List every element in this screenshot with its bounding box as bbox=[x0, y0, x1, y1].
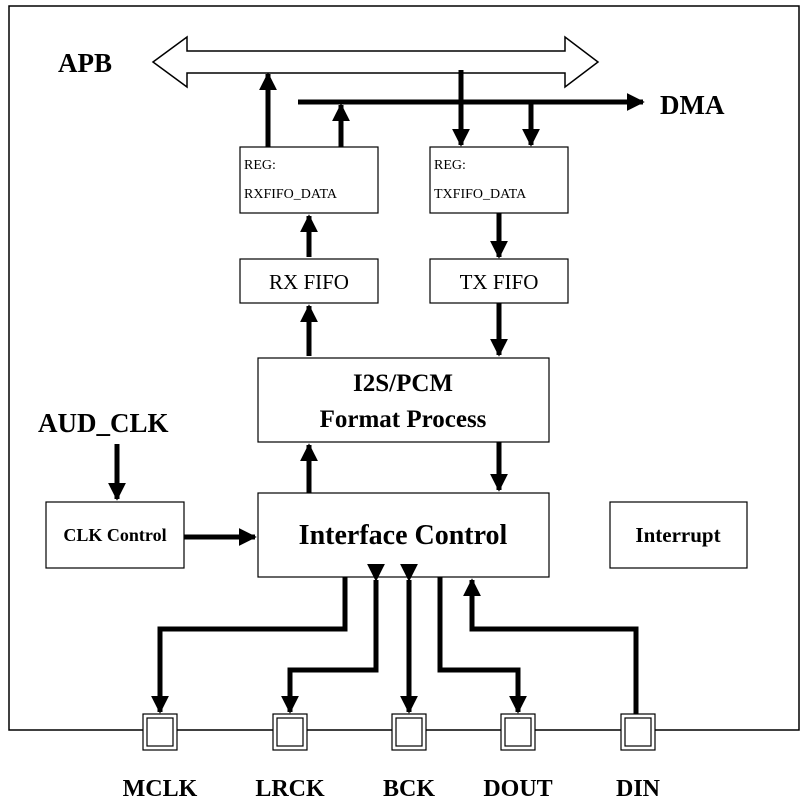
reg-rxfifo-data-box bbox=[239, 146, 379, 214]
apb-bus-arrow bbox=[151, 35, 600, 89]
apb-label: APB bbox=[58, 48, 112, 78]
interface-control-box bbox=[257, 492, 550, 578]
interrupt-box bbox=[609, 501, 748, 569]
pin-pad-dout bbox=[500, 713, 536, 751]
pin-label-dout: DOUT bbox=[483, 776, 552, 802]
reg-tx-line2: TXFIFO_DATA bbox=[434, 187, 527, 202]
format-line1: I2S/PCM bbox=[353, 370, 453, 397]
pin-label-bck: BCK bbox=[383, 776, 435, 802]
reg-tx-line1: REG: bbox=[434, 158, 466, 173]
reg-txfifo-data-box bbox=[429, 146, 569, 214]
dout-signal-line bbox=[437, 577, 527, 714]
rx-fifo-box bbox=[239, 258, 379, 304]
tx-fifo-label: TX FIFO bbox=[460, 270, 539, 294]
dma-label: DMA bbox=[660, 90, 725, 120]
pin-label-lrck: LRCK bbox=[255, 776, 325, 802]
rx-fifo-label: RX FIFO bbox=[269, 270, 349, 294]
pin-pad-din bbox=[620, 713, 656, 751]
format-line2: Format Process bbox=[320, 406, 487, 433]
mclk-signal-line bbox=[151, 577, 348, 714]
interrupt-label: Interrupt bbox=[635, 523, 720, 547]
pin-pad-bck bbox=[391, 713, 427, 751]
clk-control-label: CLK Control bbox=[63, 525, 166, 545]
reg-rx-line2: RXFIFO_DATA bbox=[244, 187, 338, 202]
lrck-signal-line bbox=[281, 563, 385, 714]
tx-fifo-box bbox=[429, 258, 569, 304]
clk-control-box bbox=[45, 501, 185, 569]
pin-label-din: DIN bbox=[616, 776, 661, 802]
aud-clk-label: AUD_CLK bbox=[38, 408, 169, 438]
pin-label-mclk: MCLK bbox=[123, 776, 198, 802]
interface-control-label: Interface Control bbox=[299, 520, 508, 551]
din-signal-line bbox=[463, 578, 639, 715]
pin-pad-lrck bbox=[272, 713, 308, 751]
pin-pad-mclk bbox=[142, 713, 178, 751]
format-process-box bbox=[257, 357, 550, 443]
reg-rx-line1: REG: bbox=[244, 158, 276, 173]
